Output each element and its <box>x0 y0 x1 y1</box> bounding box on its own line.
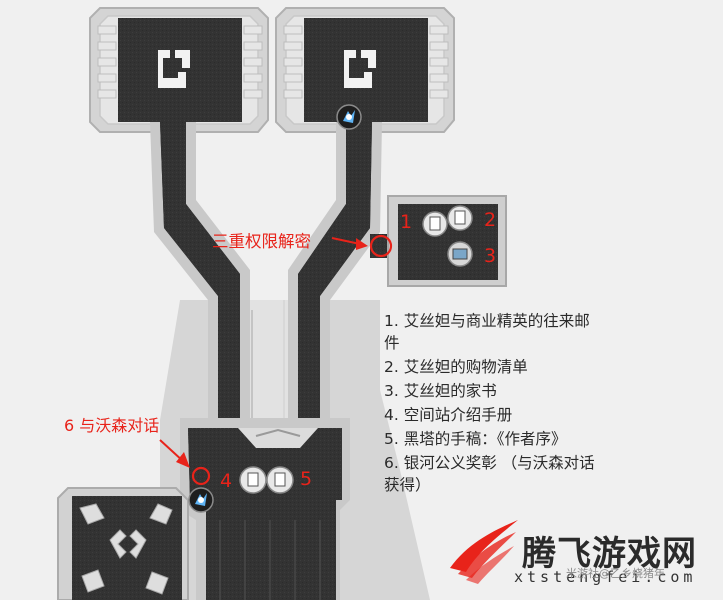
decrypt-location-marker <box>369 234 393 258</box>
corridors <box>150 122 400 430</box>
talk-wosen-label: 6 与沃森对话 <box>64 416 160 435</box>
logo-feather-icon <box>450 520 518 584</box>
collectible-number-5: 5 <box>300 468 313 490</box>
legend-item-2: 2. 艾丝妲的购物清单 <box>384 358 528 376</box>
document-collectible-icon[interactable] <box>239 466 267 494</box>
legend-item-1-line2: 件 <box>384 334 400 352</box>
legend-item-6-line1: 6. 银河公义奖彰 （与沃森对话 <box>384 454 595 472</box>
document-collectible-icon[interactable] <box>447 205 473 231</box>
collectible-number-3: 3 <box>484 245 497 267</box>
document-collectible-icon[interactable] <box>266 466 294 494</box>
legend-item-1-line1: 1. 艾丝妲与商业精英的往来邮 <box>384 312 590 330</box>
npc-marker-icon[interactable] <box>336 104 362 130</box>
watermark-credit: 米游社@乙乡烧猪年 <box>566 567 665 580</box>
arrow-icon <box>331 237 368 250</box>
collectible-number-4: 4 <box>220 470 233 492</box>
legend-item-4: 4. 空间站介绍手册 <box>384 406 513 424</box>
collectible-number-1: 1 <box>400 211 413 233</box>
floor-pattern <box>79 503 173 595</box>
legend-item-5: 5. 黑塔的手稿：《作者序》 <box>384 430 567 448</box>
side-room <box>387 195 507 287</box>
talk-location-marker <box>191 466 211 486</box>
watermark-title: 腾飞游戏网 <box>522 534 697 574</box>
triple-decrypt-label: 三重权限解密 <box>212 232 311 251</box>
bottom-hall <box>180 418 350 600</box>
npc-marker-icon[interactable] <box>188 487 214 513</box>
terminal-collectible-icon[interactable] <box>447 241 473 267</box>
room-glyph-icon <box>344 50 376 88</box>
watermark-url: xtstengfei.com <box>514 568 697 586</box>
bottom-left-room <box>57 487 189 600</box>
arrow-icon <box>159 439 190 468</box>
document-collectible-icon[interactable] <box>422 211 448 237</box>
room-glyph-icon <box>158 50 190 88</box>
collectible-number-2: 2 <box>484 209 497 231</box>
legend-item-6-line2: 获得） <box>384 476 431 494</box>
legend-item-3: 3. 艾丝妲的家书 <box>384 382 497 400</box>
top-left-room <box>89 7 269 133</box>
top-right-room <box>275 7 455 133</box>
